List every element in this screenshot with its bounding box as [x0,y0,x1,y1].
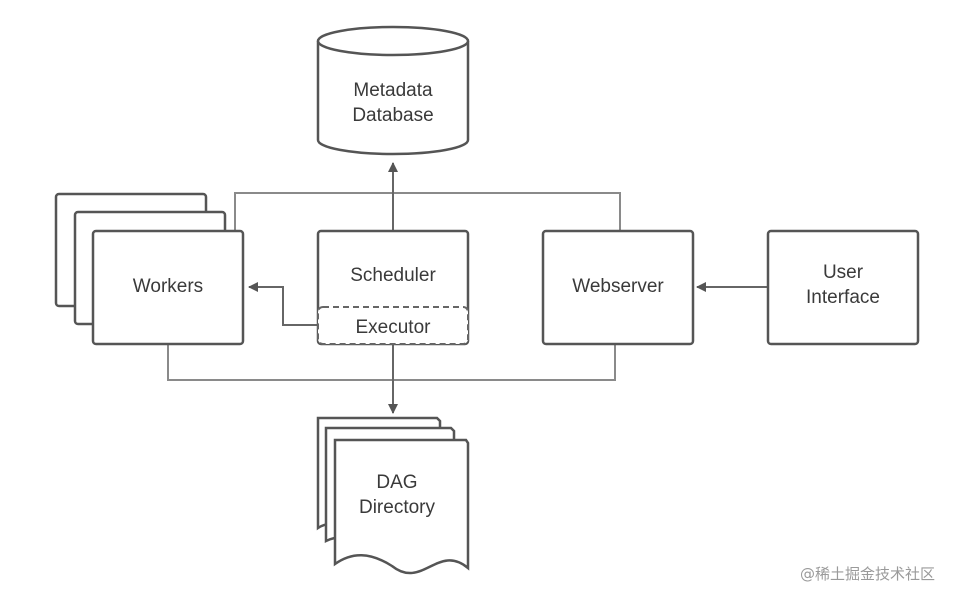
webserver-label: Webserver [572,276,664,297]
bottom-bus-line [167,344,616,381]
metadata-database-label-line2: Database [352,105,433,126]
webserver-node: Webserver [541,229,695,346]
top-bus-line [234,192,621,230]
connectors [167,162,767,414]
metadata-database-label-line1: Metadata [353,80,433,101]
user-interface-label-line1: User [823,262,864,283]
executor-to-workers-arrow [248,282,318,326]
workers-box [91,229,245,346]
dag-directory-label-line2: Directory [359,497,436,518]
executor-box [317,306,469,345]
dag-document-front [333,438,470,575]
scheduler-node: Scheduler Executor [316,229,470,346]
workers-node: Workers [54,192,245,346]
user-interface-label-line2: Interface [806,287,880,308]
dag-directory-label-line1: DAG [376,472,417,493]
watermark-text: @稀土掘金技术社区 [800,565,935,583]
user-interface-box [766,229,920,346]
user-interface-node: User Interface [766,229,920,346]
scheduler-label: Scheduler [350,265,436,286]
executor-label: Executor [356,317,432,338]
database-cylinder-icon [316,41,470,156]
webserver-box [541,229,695,346]
workers-label: Workers [133,276,203,297]
metadata-database-node: Metadata Database [316,25,470,156]
dag-directory-node: DAG Directory [316,416,470,575]
